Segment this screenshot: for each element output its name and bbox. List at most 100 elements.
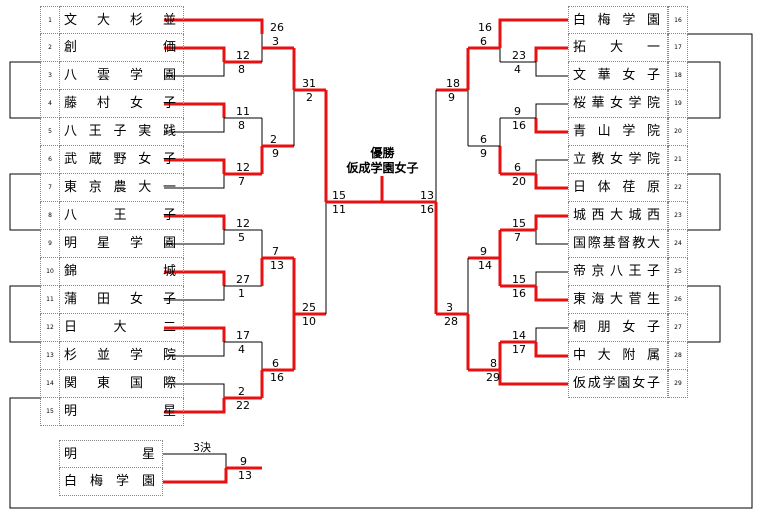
team-name: 文華女子 (568, 62, 668, 90)
team-name: 桐朋女子 (568, 314, 668, 342)
team-name: 八王子 (60, 202, 184, 230)
seed-number: 27 (668, 314, 688, 342)
team-name: 日大二 (60, 314, 184, 342)
left-line-team15 (164, 398, 226, 414)
team-name: 東京農大一 (60, 174, 184, 202)
seed-number: 5 (40, 118, 60, 146)
third-place-score: 13 (238, 469, 252, 482)
score-label: 13 (270, 259, 284, 272)
left-loop (9, 173, 40, 231)
left-line-team6 (164, 158, 226, 174)
right-line-team28 (534, 342, 568, 358)
team-name: 拓大一 (568, 34, 668, 62)
right-line-team26 (534, 286, 568, 302)
left-line-team11 (164, 286, 225, 301)
right-line-team24 (535, 230, 568, 245)
score-label: 20 (512, 175, 526, 188)
seed-number: 17 (668, 34, 688, 62)
score-label: 11 (332, 203, 346, 216)
right-loop (688, 61, 721, 119)
third-line-a (163, 453, 227, 468)
team-name: 国際基督教大 (568, 230, 668, 258)
team-name: 中大附属 (568, 342, 668, 370)
right-line-team29 (498, 370, 568, 386)
left-line-team2 (164, 46, 226, 62)
left-loop (9, 61, 40, 119)
score-label: 9 (448, 91, 455, 104)
score-label: 29 (486, 371, 500, 384)
right-line-team27 (535, 327, 568, 342)
seed-number: 20 (668, 118, 688, 146)
right-line-team16 (498, 18, 568, 34)
seed-number: 19 (668, 90, 688, 118)
team-name: 明星学園 (60, 230, 184, 258)
third-place-label: 3決 (193, 441, 211, 454)
score-label: 26 (270, 21, 284, 34)
score-label: 15 (332, 189, 346, 202)
score-label: 17 (512, 343, 526, 356)
right-loop (688, 285, 721, 343)
seed-number: 26 (668, 286, 688, 314)
team-name: 日体荏原 (568, 174, 668, 202)
seed-number: 14 (40, 370, 60, 398)
score-label: 9 (480, 245, 487, 258)
team-name: 蒲田女子 (60, 286, 184, 314)
team-name: 帝京八王子 (568, 258, 668, 286)
left-line-team1 (164, 18, 264, 34)
score-label: 8 (238, 119, 245, 132)
score-label: 28 (444, 315, 458, 328)
seed-number: 13 (40, 342, 60, 370)
score-label: 31 (302, 77, 316, 90)
right-loop (688, 173, 721, 231)
left-line-team14 (164, 383, 225, 398)
seed-number: 28 (668, 342, 688, 370)
left-line-team4 (164, 102, 226, 118)
score-label: 16 (420, 203, 434, 216)
seed-number: 3 (40, 62, 60, 90)
seed-number: 10 (40, 258, 60, 286)
score-label: 12 (236, 49, 250, 62)
left-line-team7 (164, 174, 225, 189)
right-line-team17 (534, 46, 568, 62)
champion-label: 優勝 (370, 146, 395, 160)
seed-number: 2 (40, 34, 60, 62)
team-name: 武蔵野女子 (60, 146, 184, 174)
seed-number: 21 (668, 146, 688, 174)
score-label: 1 (238, 287, 245, 300)
score-label: 16 (270, 371, 284, 384)
score-label: 16 (512, 287, 526, 300)
score-label: 14 (512, 329, 526, 342)
right-line-team20 (534, 118, 568, 134)
team-name: 東海大菅生 (568, 286, 668, 314)
score-label: 12 (236, 161, 250, 174)
team-name: 八雲学園 (60, 62, 184, 90)
score-label: 22 (236, 399, 250, 412)
score-label: 11 (236, 105, 250, 118)
third-place-team: 明星 (59, 440, 163, 468)
score-label: 7 (514, 231, 521, 244)
score-label: 10 (302, 315, 316, 328)
right-line-team21 (535, 159, 568, 174)
right-line-team25 (535, 271, 568, 286)
score-label: 16 (512, 119, 526, 132)
left-line-team5 (164, 118, 225, 133)
team-name: 青山学院 (568, 118, 668, 146)
score-label: 8 (490, 357, 497, 370)
right-line-team23 (534, 214, 568, 230)
team-name: 杉並学院 (60, 342, 184, 370)
seed-number: 6 (40, 146, 60, 174)
team-name: 明星 (60, 398, 184, 426)
team-name: 関東国際 (60, 370, 184, 398)
seed-number: 4 (40, 90, 60, 118)
seed-number: 15 (40, 398, 60, 426)
score-label: 23 (512, 49, 526, 62)
seed-number: 7 (40, 174, 60, 202)
third-place-score: 9 (240, 455, 247, 468)
seed-number: 8 (40, 202, 60, 230)
team-name: 白梅学園 (568, 6, 668, 34)
left-line-team9 (164, 230, 225, 245)
score-label: 5 (238, 231, 245, 244)
right-line-team18 (535, 62, 568, 77)
score-label: 13 (420, 189, 434, 202)
right-line-team19 (535, 103, 568, 118)
